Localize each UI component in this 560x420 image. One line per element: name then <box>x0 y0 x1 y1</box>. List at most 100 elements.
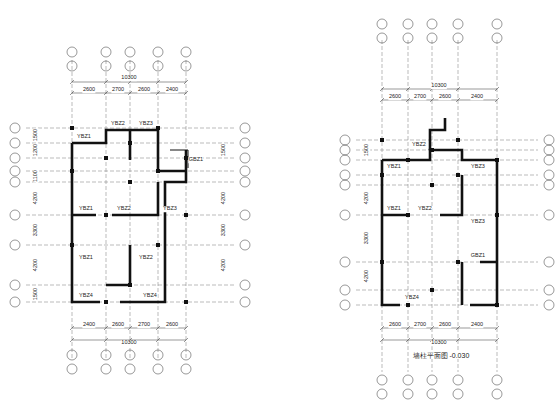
wall-tag: YBZ1 <box>79 206 94 212</box>
dimension-text: 4200 <box>33 191 39 204</box>
axis-bubble <box>340 300 350 310</box>
wall-tag: YBZ2 <box>117 206 132 212</box>
dimension-tick <box>495 87 499 91</box>
dimension-tick <box>184 91 188 95</box>
dimension-text: 1100 <box>33 170 39 183</box>
dimension-text: 3300 <box>221 223 227 236</box>
dimension-text: 2400 <box>82 322 95 328</box>
dimension-tick <box>184 326 188 330</box>
axis-bubble <box>125 61 135 71</box>
grid-line <box>408 40 409 372</box>
axis-bubble <box>153 61 163 71</box>
axis-bubble <box>10 280 20 290</box>
wall-tag: YBZ2 <box>139 255 154 261</box>
column <box>406 213 410 217</box>
axis-bubble <box>101 61 111 71</box>
dimension-text: 4200 <box>33 258 39 271</box>
axis-bubble <box>453 389 463 399</box>
column <box>456 138 460 142</box>
dimension-tick <box>128 91 132 95</box>
dimension-tick <box>380 98 384 102</box>
dimension-text: 10300 <box>121 75 137 81</box>
axis-bubble <box>340 285 350 295</box>
axis-bubble <box>377 389 387 399</box>
dimension-tick <box>380 87 384 91</box>
column <box>128 141 132 145</box>
column <box>456 173 460 177</box>
grid-line <box>106 60 107 360</box>
wall-tag: YBZ4 <box>405 295 420 301</box>
dimension-text: 4200 <box>221 258 227 271</box>
dimension-tick <box>70 326 74 330</box>
axis-bubble <box>101 364 111 374</box>
dimension-text: 4200 <box>364 269 370 282</box>
axis-bubble <box>427 19 437 29</box>
dimension-text: 2600 <box>165 322 178 328</box>
grid-line <box>458 40 459 372</box>
column <box>380 173 384 177</box>
column <box>156 126 160 130</box>
column <box>495 158 499 162</box>
column <box>128 180 132 184</box>
axis-bubble <box>240 166 250 176</box>
dimension-tick <box>430 98 434 102</box>
dimension-tick <box>104 80 108 84</box>
wall-tag: YBZ2 <box>111 121 126 127</box>
column <box>456 260 460 264</box>
axis-bubble <box>544 180 554 190</box>
column <box>495 213 499 217</box>
wall-tag: YBZ1 <box>387 206 402 212</box>
column <box>104 213 108 217</box>
axis-bubble <box>125 364 135 374</box>
wall-tag: GBZ1 <box>470 253 485 259</box>
axis-bubble <box>181 364 191 374</box>
dimension-text: 1500 <box>364 143 370 156</box>
wall-tag: YBZ2 <box>418 206 433 212</box>
grid-line <box>26 128 234 129</box>
dimension-text: 2600 <box>438 322 451 328</box>
axis-bubble <box>403 375 413 385</box>
dimension-text: 1500 <box>221 143 227 156</box>
axis-bubble <box>240 297 250 307</box>
dimension-tick <box>406 326 410 330</box>
dimension-tick <box>156 338 160 342</box>
axis-bubble <box>67 61 77 71</box>
dimension-text: 2600 <box>388 94 401 100</box>
dimension-tick <box>128 326 132 330</box>
dimension-text: 10300 <box>431 83 447 89</box>
axis-bubble <box>340 180 350 190</box>
axis-bubble <box>10 166 20 176</box>
axis-bubble <box>403 19 413 29</box>
dimension-line <box>72 82 186 83</box>
grid-line <box>186 60 187 360</box>
dimension-text: 2700 <box>137 322 150 328</box>
column <box>380 260 384 264</box>
axis-bubble <box>492 19 502 29</box>
dimension-text: 1200 <box>33 143 39 156</box>
dimension-tick <box>456 98 460 102</box>
wall-tag: YBZ4 <box>143 293 158 299</box>
dimension-tick <box>495 326 499 330</box>
dimension-tick <box>456 338 460 342</box>
dimension-tick <box>406 87 410 91</box>
wall-tag: GBZ1 <box>188 157 203 163</box>
axis-bubble <box>153 47 163 57</box>
shear-wall <box>382 150 497 305</box>
axis-bubble <box>153 364 163 374</box>
dimension-tick <box>70 80 74 84</box>
drawing-caption: 墙柱平面图 -0.030 <box>412 352 470 359</box>
axis-bubble <box>240 123 250 133</box>
dimension-tick <box>430 326 434 330</box>
dimension-tick <box>380 338 384 342</box>
axis-bubble <box>240 138 250 148</box>
axis-bubble <box>125 350 135 360</box>
wall-tag: YBZ1 <box>79 255 94 261</box>
dimension-tick <box>456 326 460 330</box>
dimension-text: 2400 <box>470 94 483 100</box>
column <box>70 126 74 130</box>
axis-bubble <box>67 364 77 374</box>
column <box>104 300 108 304</box>
axis-bubble <box>340 210 350 220</box>
axis-bubble <box>544 145 554 155</box>
